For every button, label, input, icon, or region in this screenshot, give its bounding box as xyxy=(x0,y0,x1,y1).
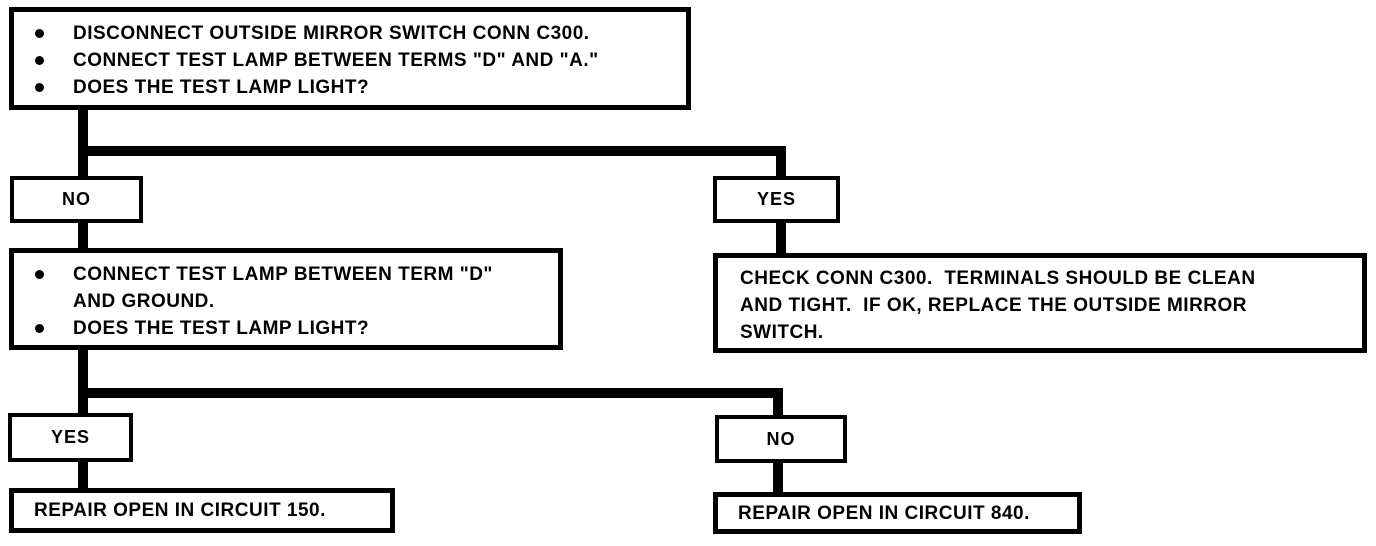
branch2-no-label: NO xyxy=(766,428,796,449)
connector-yes1-to-check xyxy=(776,220,786,257)
repair-circuit-840-box: REPAIR OPEN IN CIRCUIT 840. xyxy=(713,492,1082,534)
step2-bullet-row-2: DOES THE TEST LAMP LIGHT? xyxy=(14,315,558,342)
branch1-horizontal-line xyxy=(78,146,786,156)
bullet-icon xyxy=(35,29,44,38)
branch1-yes-label: YES xyxy=(756,189,797,209)
repair-circuit-150-text: REPAIR OPEN IN CIRCUIT 150. xyxy=(34,500,326,521)
step2-bullet-text-2: DOES THE TEST LAMP LIGHT? xyxy=(73,318,370,339)
step1-bullet-row-2: CONNECT TEST LAMP BETWEEN TERMS "D" AND … xyxy=(14,47,686,74)
step1-bullet-text-2: CONNECT TEST LAMP BETWEEN TERMS "D" AND … xyxy=(73,50,599,71)
step1-bullet-text-3: DOES THE TEST LAMP LIGHT? xyxy=(73,77,370,98)
connector-yes2-to-repair150 xyxy=(78,459,88,490)
branch2-yes-box: YES xyxy=(8,413,133,462)
branch2-no-drop-line xyxy=(773,388,783,418)
step1-bullet-text-1: DISCONNECT OUTSIDE MIRROR SWITCH CONN C3… xyxy=(73,23,590,44)
branch1-yes-box: YES xyxy=(713,176,840,223)
connector-step1-down xyxy=(78,106,88,178)
repair-circuit-150-box: REPAIR OPEN IN CIRCUIT 150. xyxy=(9,488,395,533)
check-conn-box: CHECK CONN C300. TERMINALS SHOULD BE CLE… xyxy=(713,253,1367,353)
bullet-icon xyxy=(35,56,44,65)
branch2-yes-label: YES xyxy=(50,427,91,447)
branch1-yes-drop-line xyxy=(776,146,786,180)
bullet-icon xyxy=(35,270,44,279)
step1-bullet-row-1: DISCONNECT OUTSIDE MIRROR SWITCH CONN C3… xyxy=(14,20,686,47)
branch2-no-box: NO xyxy=(715,415,847,463)
connector-no1-to-step2 xyxy=(78,220,88,252)
connector-no2-to-repair840 xyxy=(773,460,783,494)
branch1-no-box: NO xyxy=(10,176,143,223)
step1-box: DISCONNECT OUTSIDE MIRROR SWITCH CONN C3… xyxy=(9,7,691,110)
bullet-icon xyxy=(35,324,44,333)
connector-step2-down xyxy=(78,347,88,416)
step2-bullet-text-1: CONNECT TEST LAMP BETWEEN TERM "D" AND G… xyxy=(73,264,493,312)
branch1-no-label: NO xyxy=(62,189,91,209)
branch2-horizontal-line xyxy=(78,388,783,398)
check-conn-text: CHECK CONN C300. TERMINALS SHOULD BE CLE… xyxy=(740,268,1256,343)
step2-box: CONNECT TEST LAMP BETWEEN TERM "D" AND G… xyxy=(9,248,563,350)
step1-bullet-row-3: DOES THE TEST LAMP LIGHT? xyxy=(14,74,686,101)
step2-bullet-row-1: CONNECT TEST LAMP BETWEEN TERM "D" AND G… xyxy=(14,261,558,315)
repair-circuit-840-text: REPAIR OPEN IN CIRCUIT 840. xyxy=(738,502,1030,524)
bullet-icon xyxy=(35,83,44,92)
